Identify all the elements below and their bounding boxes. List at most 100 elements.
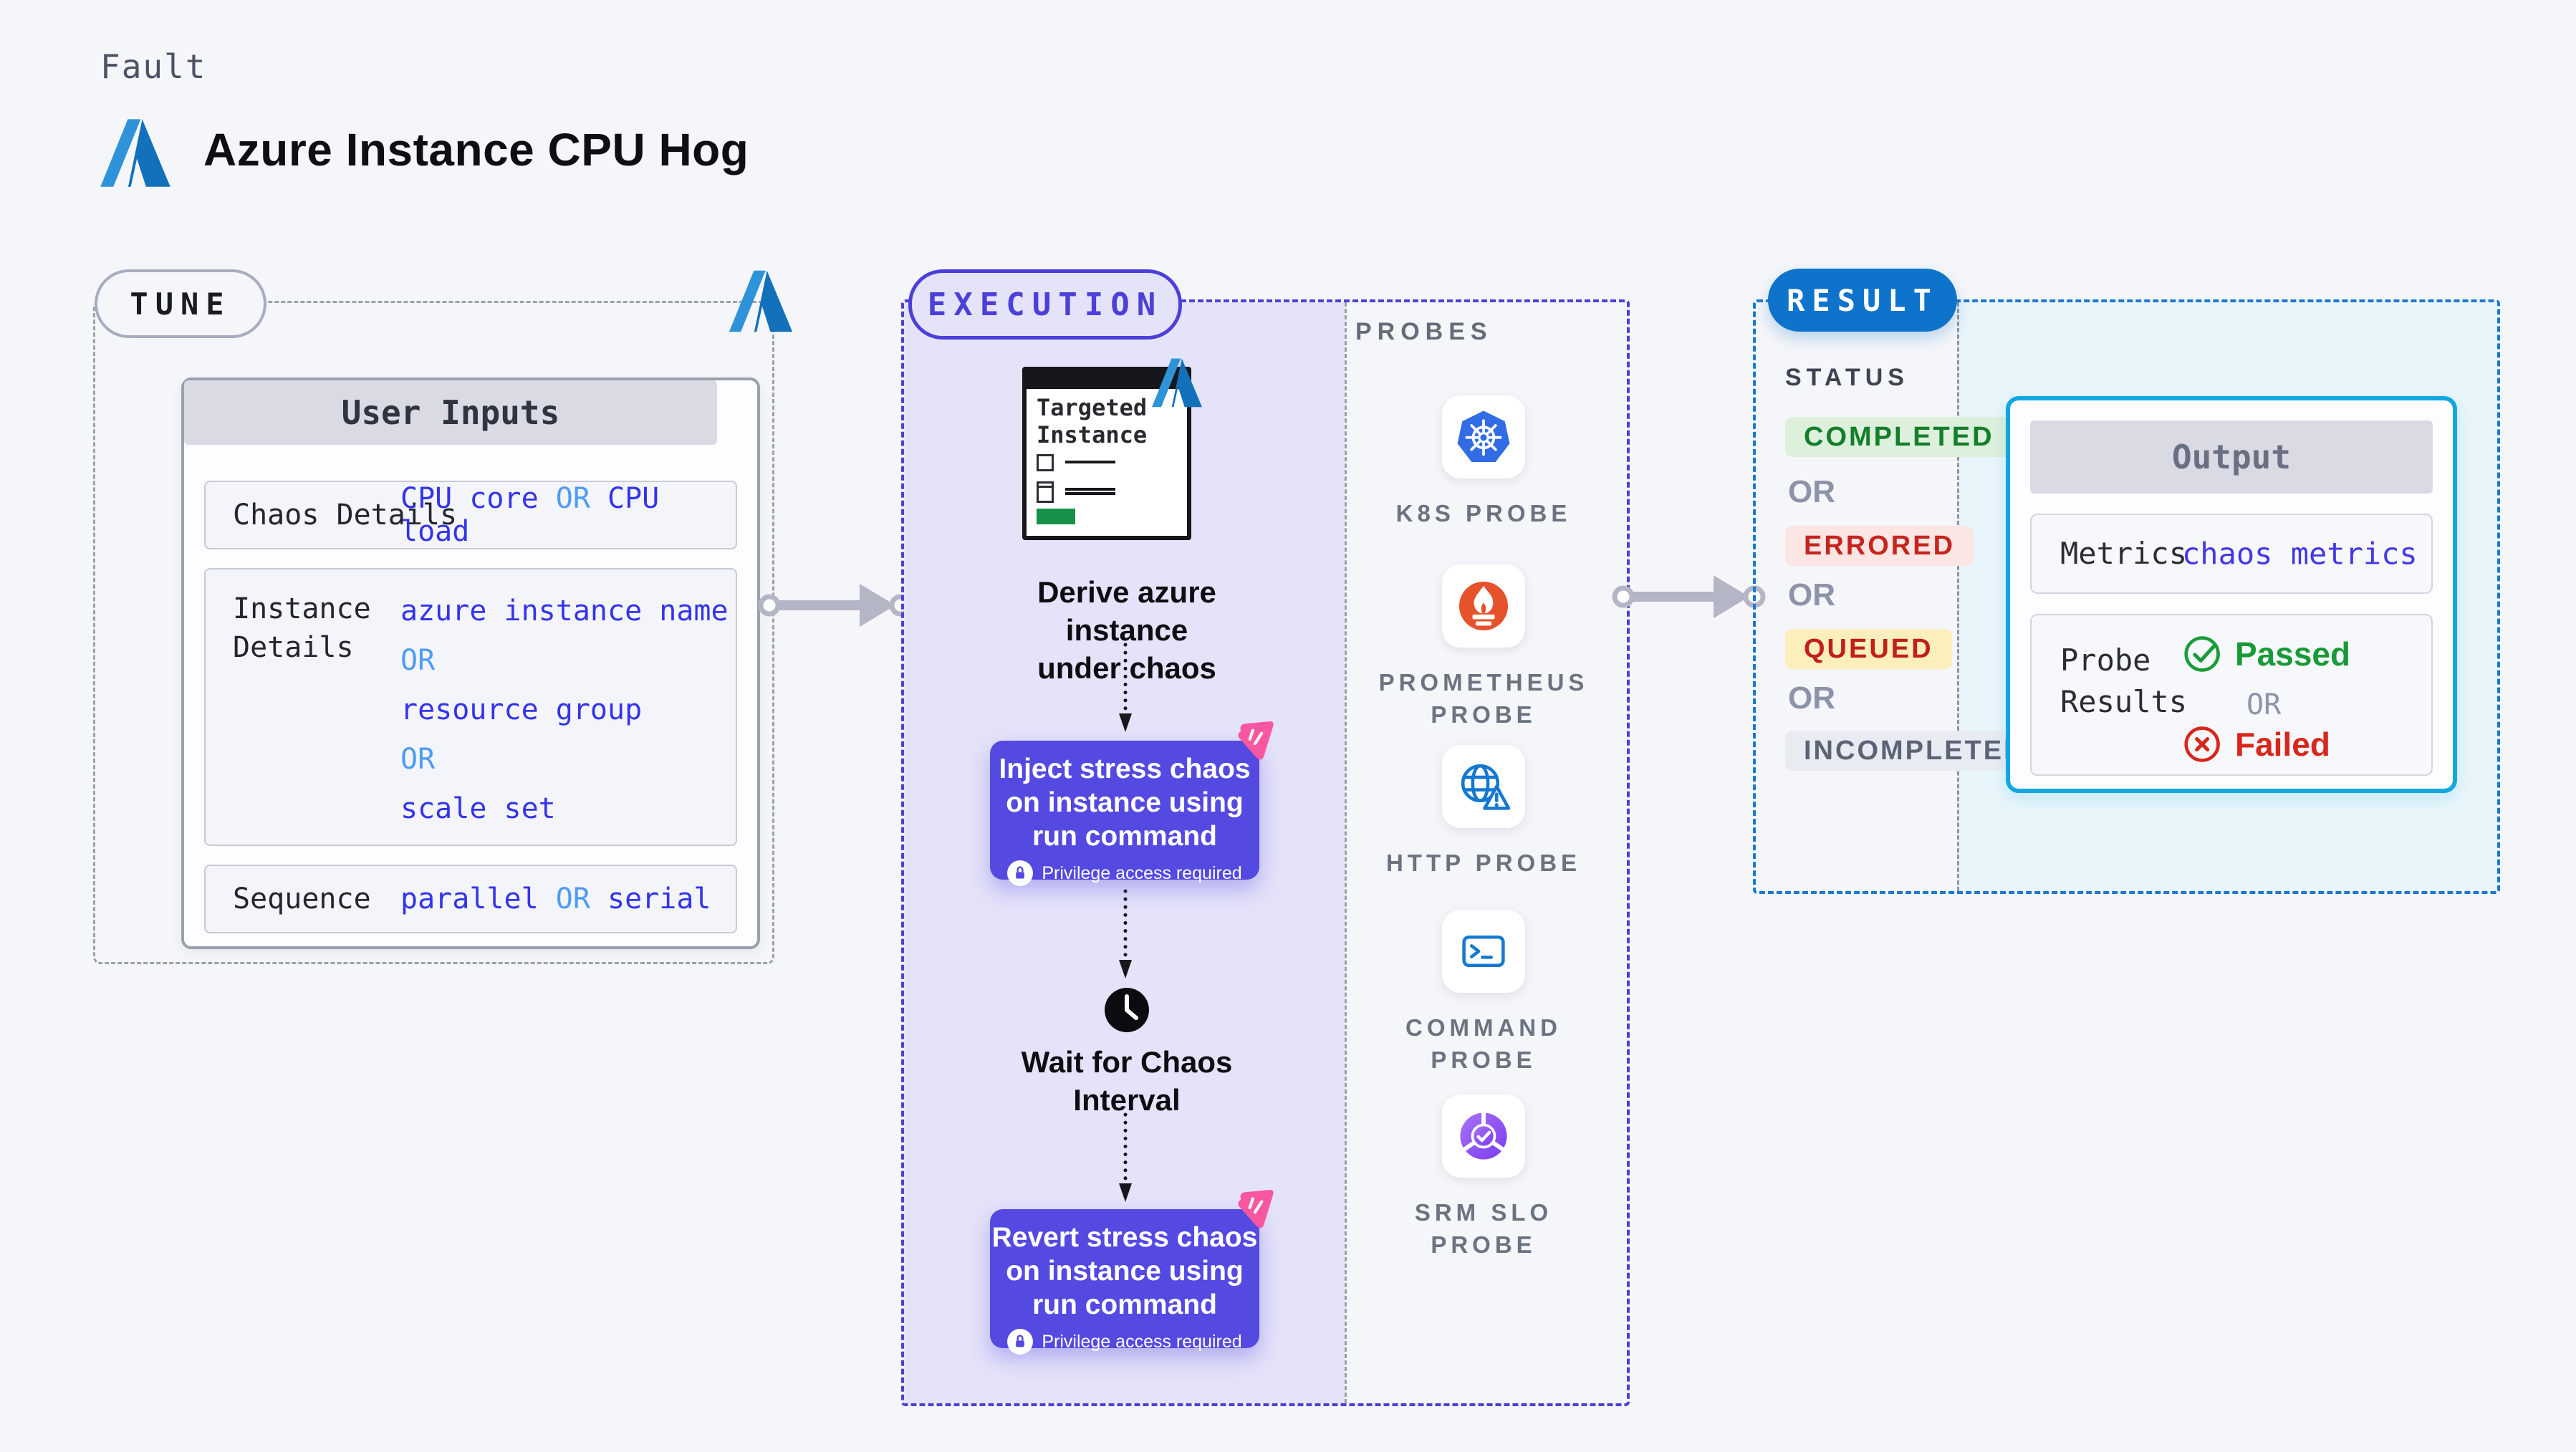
inject-step-text: Inject stress chaos on instance using ru… — [990, 741, 1259, 853]
revert-line1: Revert stress chaos — [991, 1222, 1258, 1253]
prometheus-icon — [1458, 581, 1509, 631]
probe-label-line1: SRM SLO — [1414, 1199, 1553, 1226]
http-globe-warning-icon — [1461, 764, 1511, 810]
revert-step-text: Revert stress chaos on instance using ru… — [990, 1209, 1259, 1322]
prometheus-probe-card — [1442, 564, 1525, 648]
status-badge-queued: QUEUED — [1785, 629, 1952, 669]
page-title: Azure Instance CPU Hog — [203, 124, 749, 176]
flow-arrow — [758, 584, 912, 627]
output-header: Output — [2030, 420, 2433, 494]
check-circle-icon — [2184, 636, 2220, 672]
status-badge-incompleted: INCOMPLETED — [1785, 731, 2044, 771]
wait-step-text: Wait for Chaos Interval — [976, 1043, 1277, 1119]
metrics-value: chaos metrics — [2182, 536, 2418, 572]
command-probe-card — [1442, 910, 1525, 993]
or-separator: OR — [555, 883, 590, 915]
revert-line3: run command — [1032, 1289, 1217, 1320]
or-separator: OR — [1788, 681, 1835, 716]
execution-section-pill: EXECUTION — [908, 269, 1182, 340]
sequence-value: parallel OR serial — [400, 883, 711, 915]
probe-label-line1: PROMETHEUS — [1378, 669, 1589, 696]
probe-label-line2: PROBE — [1431, 1047, 1537, 1073]
metrics-label: Metrics — [2060, 536, 2188, 571]
passed-verdict: Passed — [2183, 634, 2350, 674]
probe-label-line1: HTTP PROBE — [1385, 850, 1582, 876]
privilege-note: Privilege access required — [990, 1329, 1259, 1355]
privilege-text: Privilege access required — [1042, 1331, 1242, 1352]
inject-chaos-step: Inject stress chaos on instance using ru… — [990, 741, 1259, 886]
prometheus-probe-label: PROMETHEUS PROBE — [1376, 666, 1591, 731]
instance-label-line2: Details — [233, 631, 354, 664]
probe-label-line2: PROBE — [1431, 701, 1537, 728]
kubernetes-icon — [1457, 410, 1510, 462]
revert-chaos-step: Revert stress chaos on instance using ru… — [990, 1209, 1259, 1355]
instance-label-line1: Instance — [233, 592, 371, 625]
tune-section-pill: TUNE — [95, 269, 266, 338]
output-card: Output Metrics chaos metrics Probe Resul… — [2006, 396, 2457, 793]
ai-sparkle-icon — [1238, 1189, 1274, 1229]
dotted-arrow — [1119, 889, 1132, 979]
or-separator: OR — [1788, 577, 1835, 612]
user-inputs-header: User Inputs — [184, 380, 717, 445]
derive-line2: under chaos — [1037, 651, 1216, 685]
probes-label: PROBES — [1355, 318, 1493, 345]
targeted-instance-title: Targeted Instance — [1037, 394, 1147, 448]
chaos-value-1: CPU core — [400, 482, 539, 515]
chaos-details-label: Chaos Details — [233, 499, 458, 532]
probe-label-line2: PROBE — [1431, 1231, 1537, 1258]
status-badge-errored: ERRORED — [1785, 526, 1974, 566]
user-inputs-card: User Inputs Chaos Details CPU core OR CP… — [181, 378, 760, 949]
fault-eyebrow: Fault — [100, 47, 207, 86]
progress-bar — [1037, 509, 1075, 524]
azure-logo-icon — [100, 119, 170, 187]
inject-line1: Inject stress chaos — [999, 754, 1251, 784]
clock-icon — [1105, 988, 1149, 1032]
revert-line2: on instance using — [1006, 1256, 1244, 1287]
lock-icon — [1007, 1329, 1034, 1355]
chaos-value-2: CPU load — [400, 482, 660, 548]
sequence-label: Sequence — [233, 883, 371, 915]
status-badge-completed: COMPLETED — [1785, 417, 2013, 457]
window-title-line1: Targeted — [1037, 394, 1148, 421]
or-separator: OR — [1788, 474, 1835, 509]
probe-label-line1: K8S PROBE — [1395, 500, 1572, 527]
azure-logo-icon — [729, 270, 793, 332]
lock-icon — [1007, 860, 1034, 886]
srm-slo-probe-label: SRM SLO PROBE — [1376, 1196, 1591, 1261]
sequence-value-2: serial — [607, 883, 711, 915]
ai-sparkle-icon — [1238, 721, 1274, 760]
or-separator: OR — [555, 482, 590, 515]
wait-line2: Interval — [1073, 1083, 1181, 1117]
instance-details-values: azure instance name OR resource group OR… — [400, 587, 729, 834]
k8s-probe-label: K8S PROBE — [1376, 497, 1591, 529]
terminal-icon — [1462, 935, 1505, 968]
derive-step-text: Derive azure instance under chaos — [976, 573, 1277, 687]
metrics-row: Metrics chaos metrics — [2030, 514, 2433, 594]
azure-logo-icon — [1152, 358, 1202, 408]
k8s-probe-card — [1442, 395, 1525, 479]
result-section-pill: RESULT — [1768, 269, 1957, 332]
sequence-value-1: parallel — [400, 883, 539, 915]
privilege-text: Privilege access required — [1042, 862, 1242, 883]
instance-details-label: Instance Details — [233, 590, 371, 667]
wait-line1: Wait for Chaos — [1021, 1045, 1233, 1079]
probe-results-line1: Probe — [2060, 643, 2151, 678]
srm-slo-probe-card — [1442, 1095, 1525, 1178]
tune-section-box — [93, 301, 774, 964]
probe-results-line2: Results — [2060, 684, 2188, 719]
x-circle-icon — [2184, 726, 2220, 762]
chaos-details-row: Chaos Details CPU core OR CPU load — [204, 481, 737, 549]
sequence-row: Sequence parallel OR serial — [204, 865, 737, 933]
probe-results-label: Probe Results — [2060, 640, 2187, 723]
or-separator: OR — [2246, 688, 2282, 721]
flow-arrow — [1612, 575, 1766, 618]
probe-results-row: Probe Results Passed OR Failed — [2030, 614, 2433, 776]
dotted-arrow — [1119, 1112, 1132, 1202]
failed-text: Failed — [2235, 726, 2330, 763]
command-probe-label: COMMAND PROBE — [1376, 1011, 1591, 1076]
window-title-line2: Instance — [1037, 421, 1148, 448]
dotted-arrow — [1119, 643, 1132, 732]
passed-text: Passed — [2235, 635, 2351, 673]
derive-line1: Derive azure instance — [1037, 575, 1216, 647]
chaos-details-value: CPU core OR CPU load — [400, 482, 736, 548]
